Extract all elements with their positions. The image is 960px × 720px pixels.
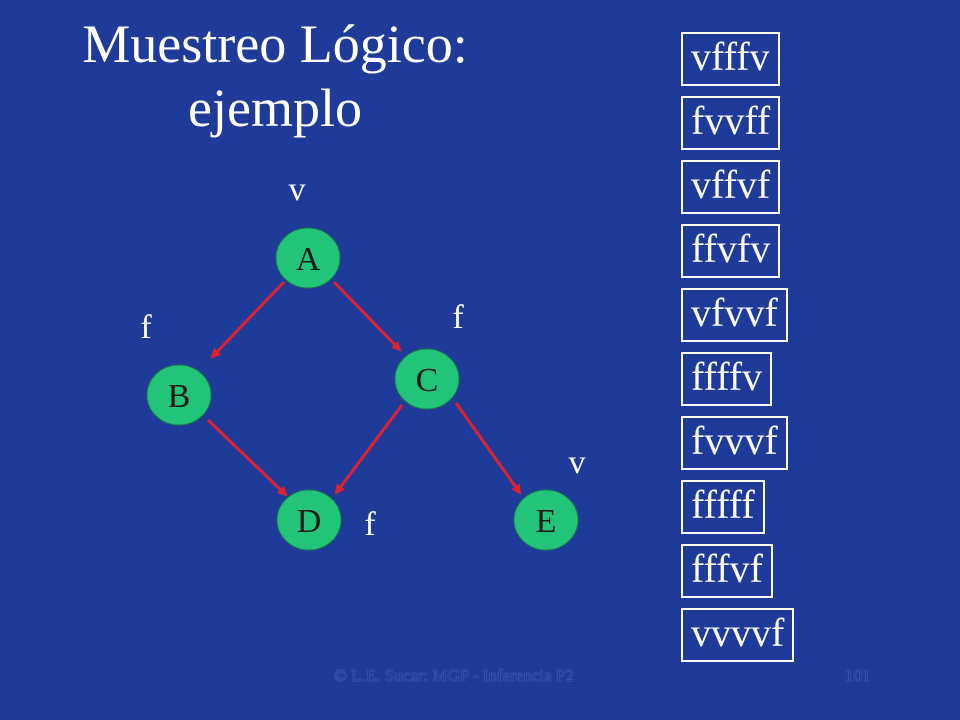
sample-box: fvvff <box>681 96 781 150</box>
node-b <box>146 364 212 426</box>
sample-box: fffff <box>681 480 765 534</box>
sample-box: vfffv <box>681 32 780 86</box>
node-b-label: B <box>168 378 191 415</box>
slide-title-line2: ejemplo <box>188 78 362 138</box>
edge-c-d <box>334 404 404 495</box>
footer-credit: © L.E. Sucar: MGP - Inferencia P2 <box>334 666 574 685</box>
node-c <box>394 348 460 410</box>
node-d <box>276 489 342 551</box>
node-c-label: C <box>416 362 439 399</box>
node-a <box>275 227 341 289</box>
node-e-label: E <box>536 503 557 540</box>
edge-a-b <box>210 280 286 359</box>
value-label-d: f <box>364 506 376 543</box>
edge-a-c <box>332 280 402 352</box>
sample-box: fvvvf <box>681 416 788 470</box>
sample-box: vvvvf <box>681 608 795 662</box>
value-label-a: v <box>289 171 306 208</box>
edge-c-e <box>454 402 522 495</box>
value-label-b: f <box>140 309 152 346</box>
sample-box: ffffv <box>681 352 773 406</box>
edge-b-d <box>206 418 288 497</box>
sample-box: fffvf <box>681 544 773 598</box>
value-label-e: v <box>569 444 586 481</box>
sample-box: ffvfv <box>681 224 781 278</box>
value-label-c: f <box>452 299 464 336</box>
sample-box: vffvf <box>681 160 781 214</box>
slide-title-line1: Muestreo Lógico: <box>82 14 468 74</box>
page-number: 101 <box>845 666 871 685</box>
node-a-label: A <box>296 241 321 278</box>
sample-box: vfvvf <box>681 288 788 342</box>
node-e <box>513 489 579 551</box>
node-d-label: D <box>297 503 322 540</box>
slide-title: Muestreo Lógico: ejemplo <box>50 12 500 140</box>
